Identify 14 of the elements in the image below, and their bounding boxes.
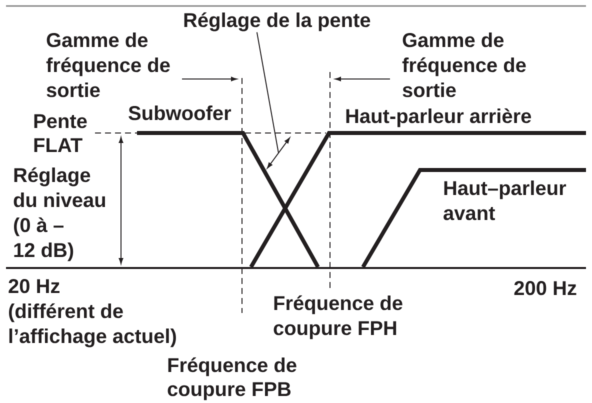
range-label: Gamme de fréquence de sortie <box>46 32 170 98</box>
cutoff-label: Fréquence de coupure FPH <box>274 295 402 340</box>
range-label: Gamme de fréquence de sortie <box>402 32 526 98</box>
curve-label: Subwoofer <box>128 106 232 120</box>
leader-line <box>256 32 279 154</box>
curve-label: Haut–parleur avant <box>444 180 566 220</box>
axis-label: 20 Hz (différent de l’affichage actuel) <box>8 279 176 348</box>
cutoff-label: Fréquence de coupure FPB <box>168 357 296 400</box>
slope-arrow <box>266 137 290 169</box>
axis-label: 200 Hz <box>514 281 576 296</box>
callout-label: Réglage de la pente <box>184 12 370 32</box>
curve-label: Haut-parleur arrière <box>346 108 532 128</box>
dimension-label: Réglage du niveau (0 à – 12 dB) <box>14 167 106 262</box>
level-label: Pente FLAT <box>34 114 87 152</box>
